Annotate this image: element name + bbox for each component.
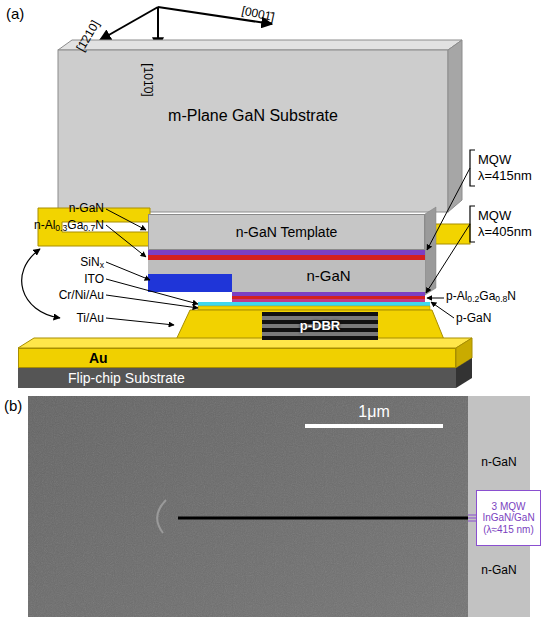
text-label: ITO — [84, 272, 104, 286]
text-label: 1μm — [358, 402, 389, 421]
layer-box: m-Plane GaN Substrate — [58, 50, 448, 212]
leader-line — [106, 295, 198, 308]
text-label: SiNx — [80, 255, 104, 269]
text-label: n-Al0.3Ga0.7N — [34, 218, 104, 232]
text-label: Ti/Au — [76, 311, 104, 325]
leader-line — [106, 225, 146, 257]
leader-line — [106, 262, 150, 280]
sem-crack — [178, 517, 468, 520]
slab-top-face — [58, 40, 462, 50]
sem-highlight — [220, 515, 468, 517]
au-top-face — [18, 338, 472, 348]
bracket — [470, 206, 475, 242]
ito-layer — [198, 302, 430, 306]
sem-feature — [157, 500, 166, 533]
layer-name: p-DBR — [300, 319, 340, 334]
axis-arrow — [100, 7, 158, 40]
layer-box: Flip-chip Substrate — [18, 368, 456, 388]
layer-box: 3 MQW InGaN/GaN (λ≈415 nm) — [476, 490, 541, 546]
slab-front-face — [58, 50, 448, 212]
mesa-side-face — [425, 207, 436, 295]
layer-name: Flip-chip Substrate — [68, 370, 185, 386]
layer-box: n-GaN — [232, 260, 425, 292]
text-label: (b) — [4, 397, 22, 415]
text-label: n-GaN — [481, 455, 516, 469]
leader-line — [427, 168, 470, 250]
algan-layer — [232, 296, 425, 299]
text-label: p-GaN — [456, 311, 491, 325]
layer-name: Au — [89, 350, 108, 366]
leader-line — [106, 209, 146, 230]
layer-box: Au — [18, 348, 456, 368]
text-label: [101̄0] — [141, 63, 155, 96]
sem-noise — [28, 396, 468, 617]
sinx-layer — [148, 274, 232, 292]
leader-line — [106, 318, 174, 325]
text-label: (a) — [6, 5, 24, 23]
layer-name: 3 MQW InGaN/GaN (λ≈415 nm) — [479, 501, 538, 536]
sem-image — [28, 396, 468, 617]
layer-name: n-GaN — [306, 267, 350, 284]
leader-line — [427, 298, 444, 299]
bracket — [470, 150, 475, 186]
layer-box: n-GaN Template — [148, 214, 425, 250]
ti-au-layer — [175, 310, 445, 342]
leader-line — [426, 224, 470, 293]
metal-layer — [198, 306, 430, 310]
text-label: Cr/Ni/Au — [59, 288, 104, 302]
gan-layer — [148, 260, 232, 274]
mqw-layer — [148, 250, 425, 255]
text-label: n-GaN — [69, 201, 104, 215]
layer-box: p-DBR — [262, 312, 378, 340]
leader-line — [106, 279, 198, 304]
text-label: MQW λ=405nm — [478, 208, 540, 239]
layer-name: m-Plane GaN Substrate — [168, 107, 338, 125]
curved-arrow — [22, 249, 60, 318]
mqw-layer — [232, 292, 425, 296]
text-label: p-Al0.2Ga0.8N — [446, 289, 516, 303]
pgan-layer — [232, 299, 425, 302]
text-label: MQW λ=415nm — [478, 152, 540, 183]
scale-bar — [305, 424, 443, 428]
substrate-side-face — [456, 358, 472, 388]
leader-line — [431, 302, 454, 318]
text-label: n-GaN — [481, 563, 516, 577]
layer-name: n-GaN Template — [236, 224, 338, 240]
text-label: [0001̄] — [240, 3, 276, 24]
